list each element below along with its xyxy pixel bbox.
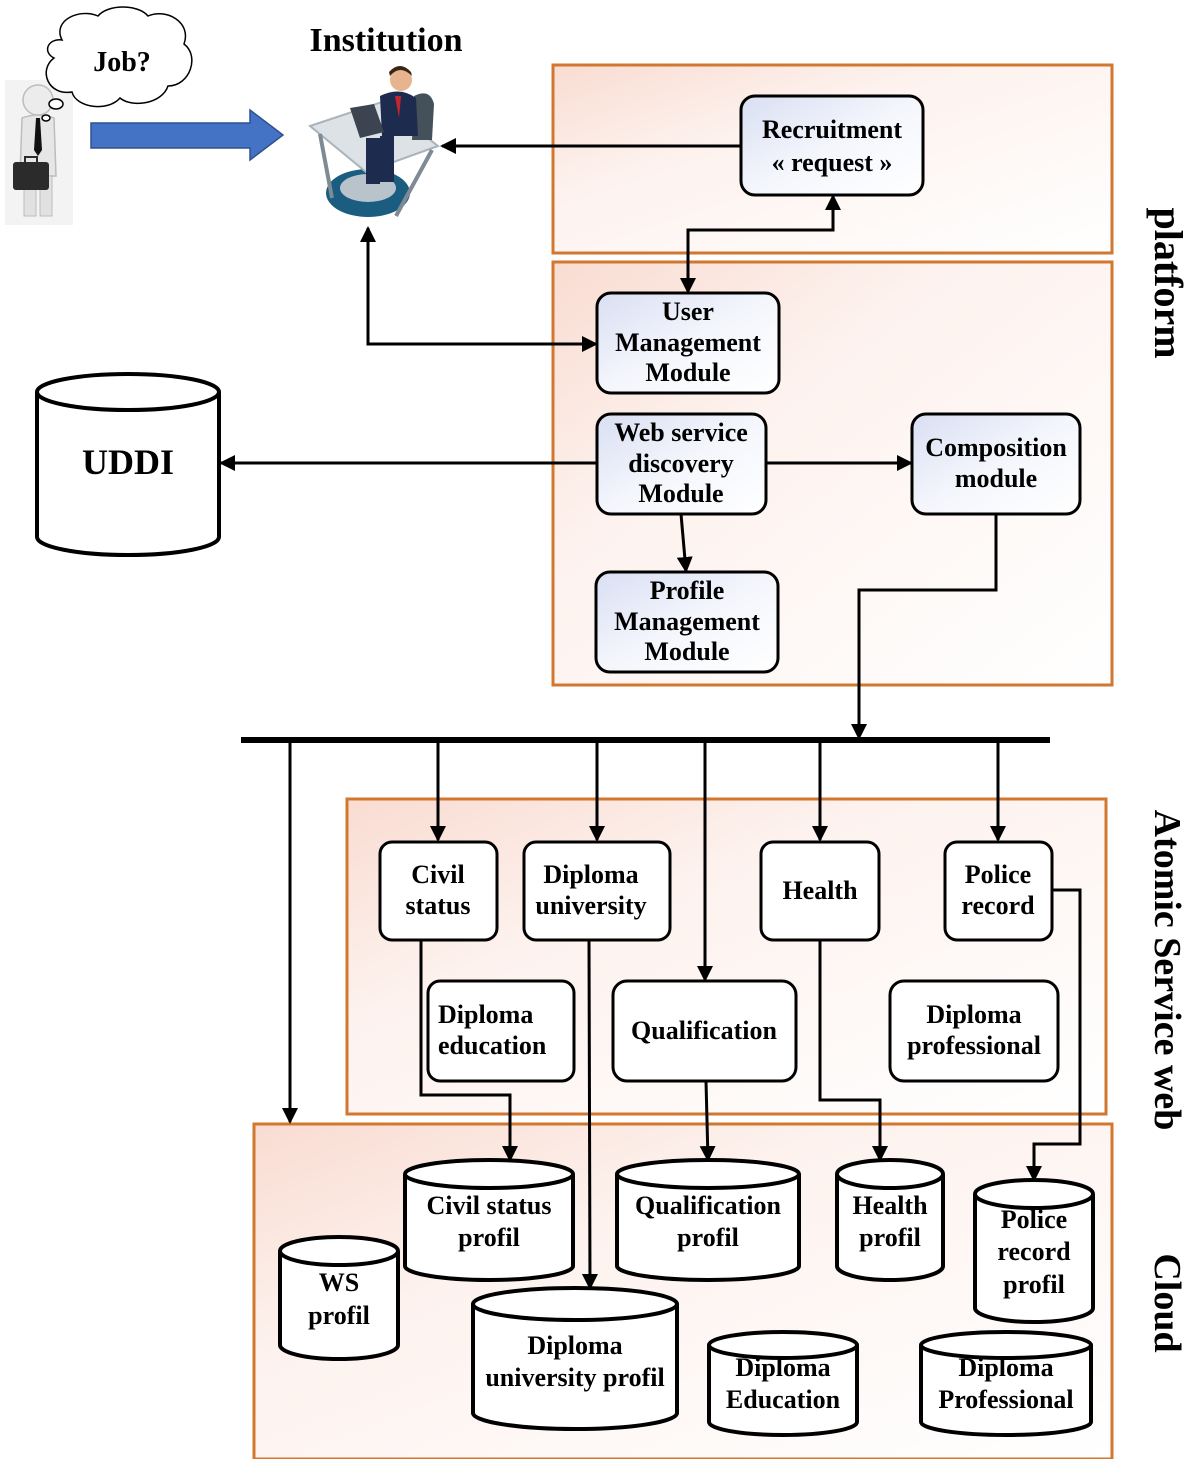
- diploma-education-db-line-2: Education: [726, 1385, 841, 1414]
- ws-discovery-line-2: discovery: [628, 449, 733, 478]
- arrow-diploma-university-to-profil: [581, 939, 598, 1290]
- db-diploma-professional: Diploma Professional: [919, 1330, 1093, 1437]
- uddi-label: UDDI: [82, 442, 174, 482]
- qualification-profil-line-1: Qualification: [635, 1191, 781, 1220]
- civil-status-line-1: Civil: [411, 860, 464, 889]
- civil-status-profil-line-1: Civil status: [427, 1191, 552, 1220]
- police-record-profil-line-1: Police: [1001, 1205, 1067, 1234]
- service-diploma-professional: [888, 979, 1060, 1083]
- institution-title: Institution: [309, 22, 462, 59]
- thought-text: Job?: [93, 47, 151, 78]
- user-management-line-3: Module: [645, 358, 730, 387]
- diploma-professional-line-1: Diploma: [926, 1000, 1021, 1029]
- uddi-database: UDDI: [35, 372, 221, 557]
- db-qualification-profil: Qualification profil: [615, 1158, 801, 1282]
- qualification-profil-line-2: profil: [677, 1223, 739, 1252]
- arrow-qualification-to-profil: [699, 1080, 716, 1162]
- diploma-education-line-1: Diploma: [438, 1000, 533, 1029]
- diploma-education-db-line-1: Diploma: [735, 1353, 830, 1382]
- ws-discovery-line-1: Web service: [614, 418, 748, 447]
- platform-label: platform: [1146, 207, 1186, 358]
- service-diploma-education: [426, 979, 576, 1083]
- composition-line-1: Composition: [925, 433, 1067, 462]
- health-profil-line-2: profil: [859, 1223, 921, 1252]
- recruitment-line-2: « request »: [772, 148, 893, 177]
- atomic-service-web-label: Atomic Service web: [1146, 810, 1186, 1131]
- diploma-professional-db-line-2: Professional: [938, 1385, 1073, 1414]
- diploma-education-line-2: education: [438, 1031, 547, 1060]
- db-civil-status-profil: Civil status profil: [403, 1158, 575, 1282]
- service-diploma-university: [522, 840, 672, 942]
- health-label: Health: [782, 876, 858, 905]
- db-ws-profil: WS profil: [278, 1235, 400, 1361]
- police-record-profil-line-3: profil: [1003, 1270, 1065, 1299]
- diploma-university-profil-line-1: Diploma: [527, 1331, 622, 1360]
- recruitment-request-box: [739, 94, 925, 197]
- composition-line-2: module: [955, 464, 1037, 493]
- diploma-university-line-2: university: [535, 891, 646, 920]
- profile-management-line-2: Management: [614, 607, 760, 636]
- service-qualification: [611, 979, 798, 1083]
- ws-discovery-line-3: Module: [638, 479, 723, 508]
- qualification-label: Qualification: [631, 1016, 777, 1045]
- briefcase-icon: [13, 162, 49, 190]
- job-seeker-figure: [5, 80, 73, 225]
- police-record-profil-line-2: record: [997, 1237, 1071, 1266]
- arrow-institution-user-management: [360, 226, 598, 352]
- db-health-profil: Health profil: [835, 1158, 945, 1282]
- diploma-professional-db-line-1: Diploma: [958, 1353, 1053, 1382]
- health-profil-line-1: Health: [852, 1191, 928, 1220]
- institution-desk-figure: [307, 66, 441, 217]
- civil-status-line-2: status: [405, 891, 470, 920]
- profile-management-line-3: Module: [644, 637, 729, 666]
- cloud-label: Cloud: [1146, 1253, 1186, 1352]
- recruitment-line-1: Recruitment: [762, 115, 902, 144]
- police-record-line-2: record: [961, 891, 1035, 920]
- arrow-composition-to-bus: [851, 514, 998, 740]
- diploma-professional-line-2: professional: [907, 1031, 1041, 1060]
- user-management-line-1: User: [662, 297, 714, 326]
- db-diploma-education: Diploma Education: [707, 1330, 859, 1437]
- user-management-line-2: Management: [615, 328, 761, 357]
- thought-bubble: Job?: [41, 6, 193, 122]
- ws-profil-line-2: profil: [308, 1301, 370, 1330]
- diploma-university-line-1: Diploma: [543, 860, 638, 889]
- service-civil-status: [378, 840, 499, 942]
- arrow-recruitment-user-management: [680, 194, 841, 294]
- db-diploma-university-profil: Diploma university profil: [471, 1286, 679, 1431]
- arrow-discovery-to-profile: [676, 513, 693, 573]
- police-record-line-1: Police: [965, 860, 1031, 889]
- big-blue-arrow: [90, 108, 285, 162]
- civil-status-profil-line-2: profil: [458, 1223, 520, 1252]
- arrow-civil-status-to-profil: [419, 940, 518, 1162]
- diploma-university-profil-line-2: university profil: [485, 1363, 664, 1392]
- db-police-record-profil: Police record profil: [973, 1178, 1095, 1324]
- arrow-police-record-to-profil: [1026, 888, 1082, 1182]
- profile-management-line-1: Profile: [650, 576, 725, 605]
- arrow-health-to-profil: [818, 940, 888, 1162]
- ws-profil-line-1: WS: [319, 1268, 359, 1297]
